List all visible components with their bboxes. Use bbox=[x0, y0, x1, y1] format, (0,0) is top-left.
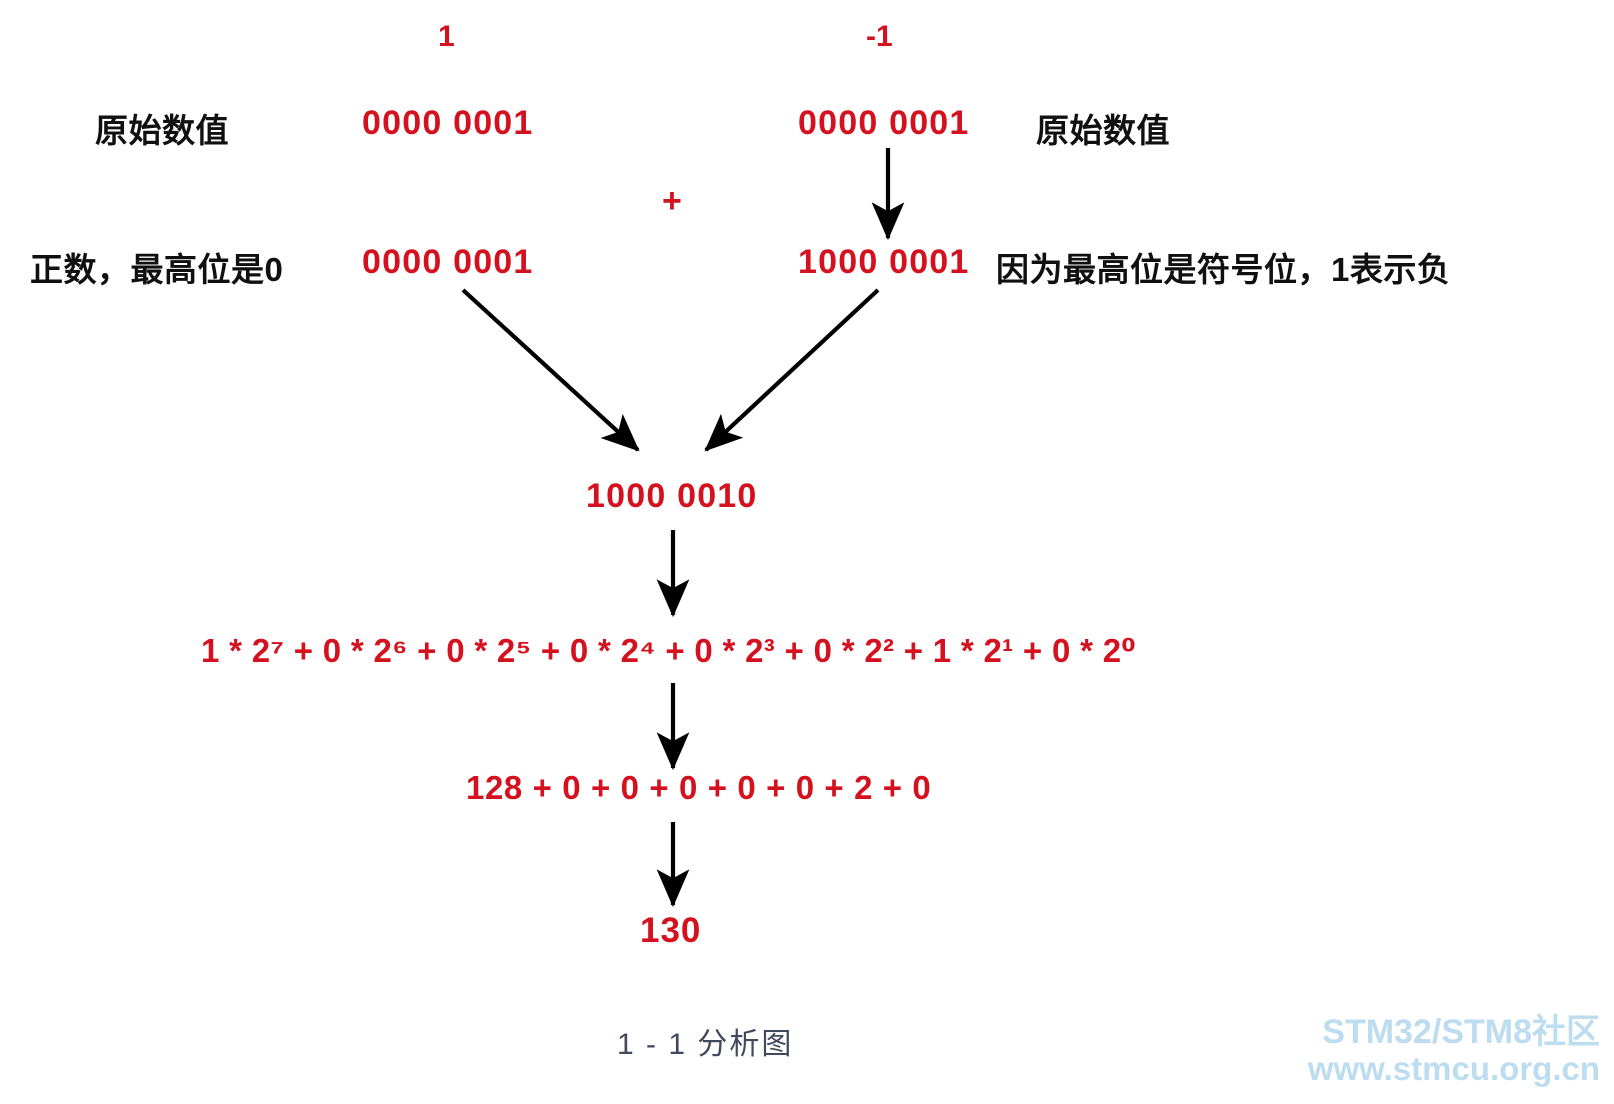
watermark: STM32/STM8社区 www.stmcu.org.cn bbox=[1308, 1013, 1600, 1088]
right-original-binary: 0000 0001 bbox=[798, 104, 970, 142]
power-expansion: 1 * 2⁷ + 0 * 2⁶ + 0 * 2⁵ + 0 * 2⁴ + 0 * … bbox=[201, 631, 1136, 670]
right-encoded-label: 因为最高位是符号位，1表示负 bbox=[996, 251, 1451, 288]
left-encoded-binary: 0000 0001 bbox=[362, 243, 534, 281]
watermark-line-2: www.stmcu.org.cn bbox=[1307, 1050, 1600, 1088]
sum-binary: 1000 0010 bbox=[586, 477, 758, 515]
watermark-line-1: STM32/STM8社区 bbox=[1322, 1013, 1600, 1051]
arrow-left-encoded-to-sum bbox=[461, 288, 640, 452]
summed-terms: 128 + 0 + 0 + 0 + 0 + 0 + 2 + 0 bbox=[466, 769, 932, 806]
left-encoded-label: 正数，最高位是0 bbox=[30, 251, 284, 288]
power-expansion-text: 1 * 2⁷ + 0 * 2⁶ + 0 * 2⁵ + 0 * 2⁴ + 0 * … bbox=[201, 632, 1137, 669]
right-encoded-binary: 1000 0001 bbox=[798, 243, 970, 281]
left-decimal-header: 1 bbox=[438, 20, 455, 53]
final-value: 130 bbox=[640, 911, 702, 950]
left-original-label: 原始数值 bbox=[95, 112, 229, 149]
figure-caption: 1 - 1 分析图 bbox=[617, 1028, 794, 1061]
plus-operator: + bbox=[662, 182, 682, 220]
right-original-label: 原始数值 bbox=[1036, 112, 1170, 149]
arrow-right-encoded-to-sum bbox=[704, 288, 880, 452]
right-decimal-header: -1 bbox=[866, 20, 893, 53]
left-original-binary: 0000 0001 bbox=[362, 104, 534, 142]
